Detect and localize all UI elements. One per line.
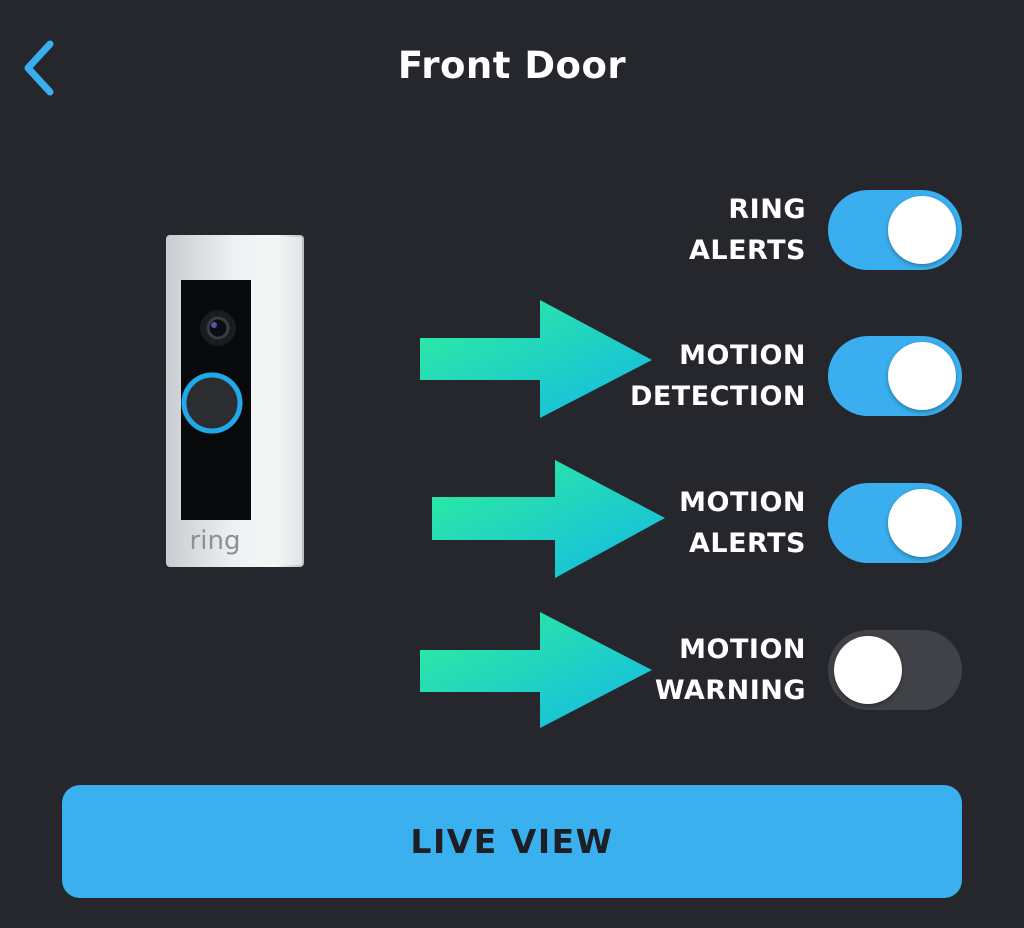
toggle-knob [888, 342, 956, 410]
setting-label: RING [728, 194, 806, 225]
setting-motion-warning: MOTION WARNING [655, 630, 962, 710]
setting-label: ALERTS [689, 528, 806, 559]
page-title: Front Door [397, 44, 627, 87]
setting-label: MOTION [679, 634, 806, 665]
back-button[interactable] [18, 40, 58, 96]
arrow-icon [420, 300, 652, 418]
doorbell-image: ring [166, 235, 304, 567]
arrow-icon [432, 460, 665, 578]
setting-label: WARNING [654, 675, 806, 706]
setting-motion-alerts: MOTION ALERTS [679, 483, 962, 563]
toggle-knob [888, 489, 956, 557]
live-view-button[interactable]: LIVE VIEW [62, 785, 962, 898]
motion-alerts-toggle[interactable] [828, 483, 962, 563]
toggle-knob [888, 196, 956, 264]
motion-detection-toggle[interactable] [828, 336, 962, 416]
setting-ring-alerts: RING ALERTS [689, 190, 962, 270]
ring-alerts-toggle[interactable] [828, 190, 962, 270]
ring-logo: ring [190, 526, 241, 556]
toggle-knob [834, 636, 902, 704]
motion-warning-toggle[interactable] [828, 630, 962, 710]
setting-label: ALERTS [689, 235, 806, 266]
setting-motion-detection: MOTION DETECTION [630, 336, 962, 416]
setting-label: DETECTION [629, 381, 806, 412]
setting-label: MOTION [679, 340, 806, 371]
arrow-icon [420, 612, 652, 728]
setting-label: MOTION [679, 487, 806, 518]
chevron-left-icon [24, 40, 54, 96]
